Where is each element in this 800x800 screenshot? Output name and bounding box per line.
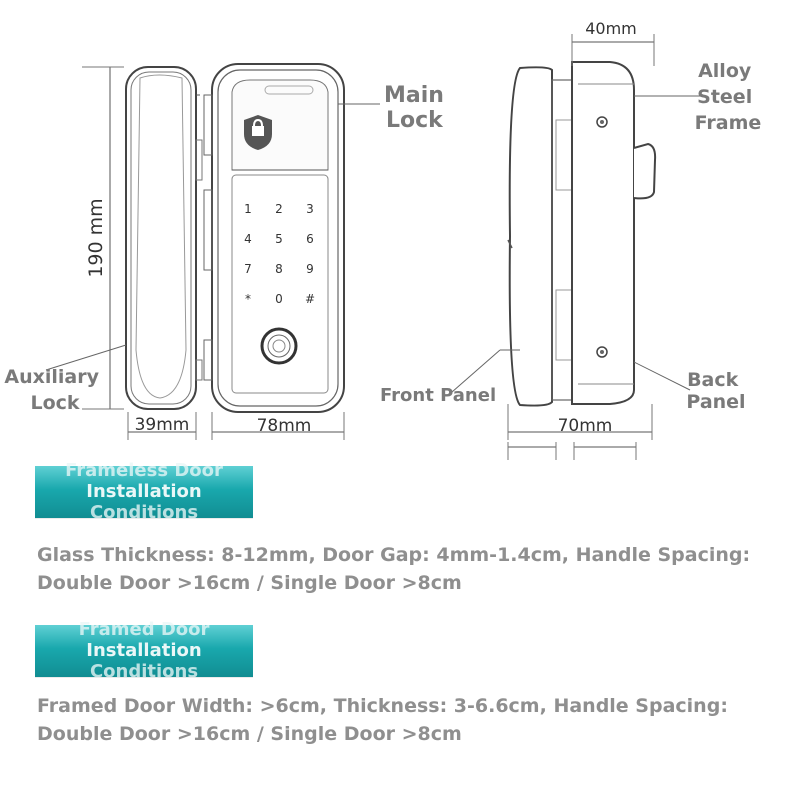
aux-width-label: 39mm: [135, 415, 190, 435]
depth-40-label: 40mm: [585, 19, 637, 38]
frameless-banner-line2: Installation: [86, 481, 202, 502]
height-dimension: 190 mm: [82, 66, 124, 410]
keypad-key-3: 3: [306, 202, 314, 216]
main-width-label: 78mm: [257, 416, 312, 436]
framed-door-banner: Framed Door Installation Conditions: [35, 619, 253, 682]
keypad: 1 2 3 4 5 6 7 8 9 * 0 #: [244, 202, 315, 306]
keypad-key-4: 4: [244, 232, 252, 246]
framed-door-conditions: Framed Door Width: >6cm, Thickness: 3-6.…: [37, 695, 728, 745]
depth-70-dimension: 70mm: [507, 404, 653, 440]
keypad-key-1: 1: [244, 202, 252, 216]
depth-40-dimension: 40mm: [571, 19, 655, 66]
height-label: 190 mm: [85, 198, 107, 277]
lock-diagram: 190 mm 1 2 3 4 5 6 7 8 9 * 0 # 39mm: [4, 19, 762, 460]
keypad-key-8: 8: [275, 262, 283, 276]
framed-banner-line2: Installation: [86, 640, 202, 661]
framed-banner-line3: Conditions: [89, 661, 199, 682]
fingerprint-sensor: [260, 327, 298, 365]
depth-70-label: 70mm: [558, 416, 613, 436]
front-20-label: 20mm: [508, 457, 556, 460]
callout-auxiliary-lock: Auxiliary Lock: [4, 366, 105, 414]
frameless-door-banner: Frameless Door Installation Conditions: [35, 460, 253, 523]
callout-back-panel: Back Panel: [686, 369, 745, 413]
keypad-key-5: 5: [275, 232, 283, 246]
back-30-label: 30mm: [582, 457, 630, 460]
side-view-drawing: [507, 61, 657, 407]
keypad-key-9: 9: [306, 262, 314, 276]
frameless-banner-line1: Frameless Door: [65, 460, 223, 481]
auxiliary-lock-drawing: [125, 66, 203, 410]
width-dimensions: 39mm 78mm: [127, 412, 345, 440]
keypad-key-hash: #: [305, 292, 315, 306]
callout-main-lock: Main Lock: [384, 83, 452, 133]
callout-leaders: [45, 95, 700, 393]
keypad-key-7: 7: [244, 262, 252, 276]
frameless-door-conditions: Glass Thickness: 8-12mm, Door Gap: 4mm-1…: [37, 544, 751, 594]
callout-front-panel: Front Panel: [380, 385, 496, 406]
shield-icon: [244, 115, 272, 150]
keypad-key-0: 0: [275, 292, 283, 306]
frameless-banner-line3: Conditions: [89, 502, 199, 523]
keypad-key-2: 2: [275, 202, 283, 216]
callout-alloy-frame: Alloy Steel Frame: [695, 60, 762, 134]
framed-banner-line1: Framed Door: [78, 619, 210, 640]
keypad-key-6: 6: [306, 232, 314, 246]
keypad-key-star: *: [245, 292, 251, 306]
panel-depth-dimensions: [507, 442, 637, 460]
main-lock-drawing: 1 2 3 4 5 6 7 8 9 * 0 #: [203, 63, 345, 413]
